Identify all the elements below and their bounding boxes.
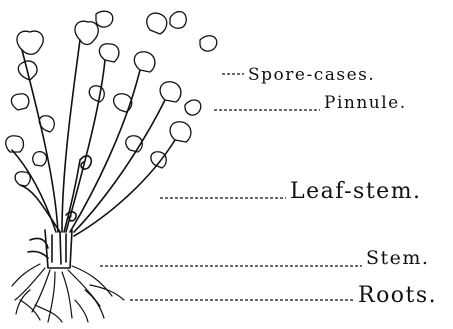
roots-drawing [12,264,124,322]
label-pinnule: Pinnule. [324,93,407,113]
fern-plant-illustration [6,11,217,322]
label-leaf-stem: Leaf-stem. [290,179,422,204]
label-stem: Stem. [366,247,429,269]
label-spore-cases: Spore-cases. [248,65,375,85]
pinnules-drawing [6,11,217,186]
leaf-stems-drawing [12,40,175,236]
label-roots: Roots. [358,283,437,308]
labels: Spore-cases. Pinnule. Leaf-stem. Stem. R… [248,65,437,308]
stem-drawing [28,230,72,268]
